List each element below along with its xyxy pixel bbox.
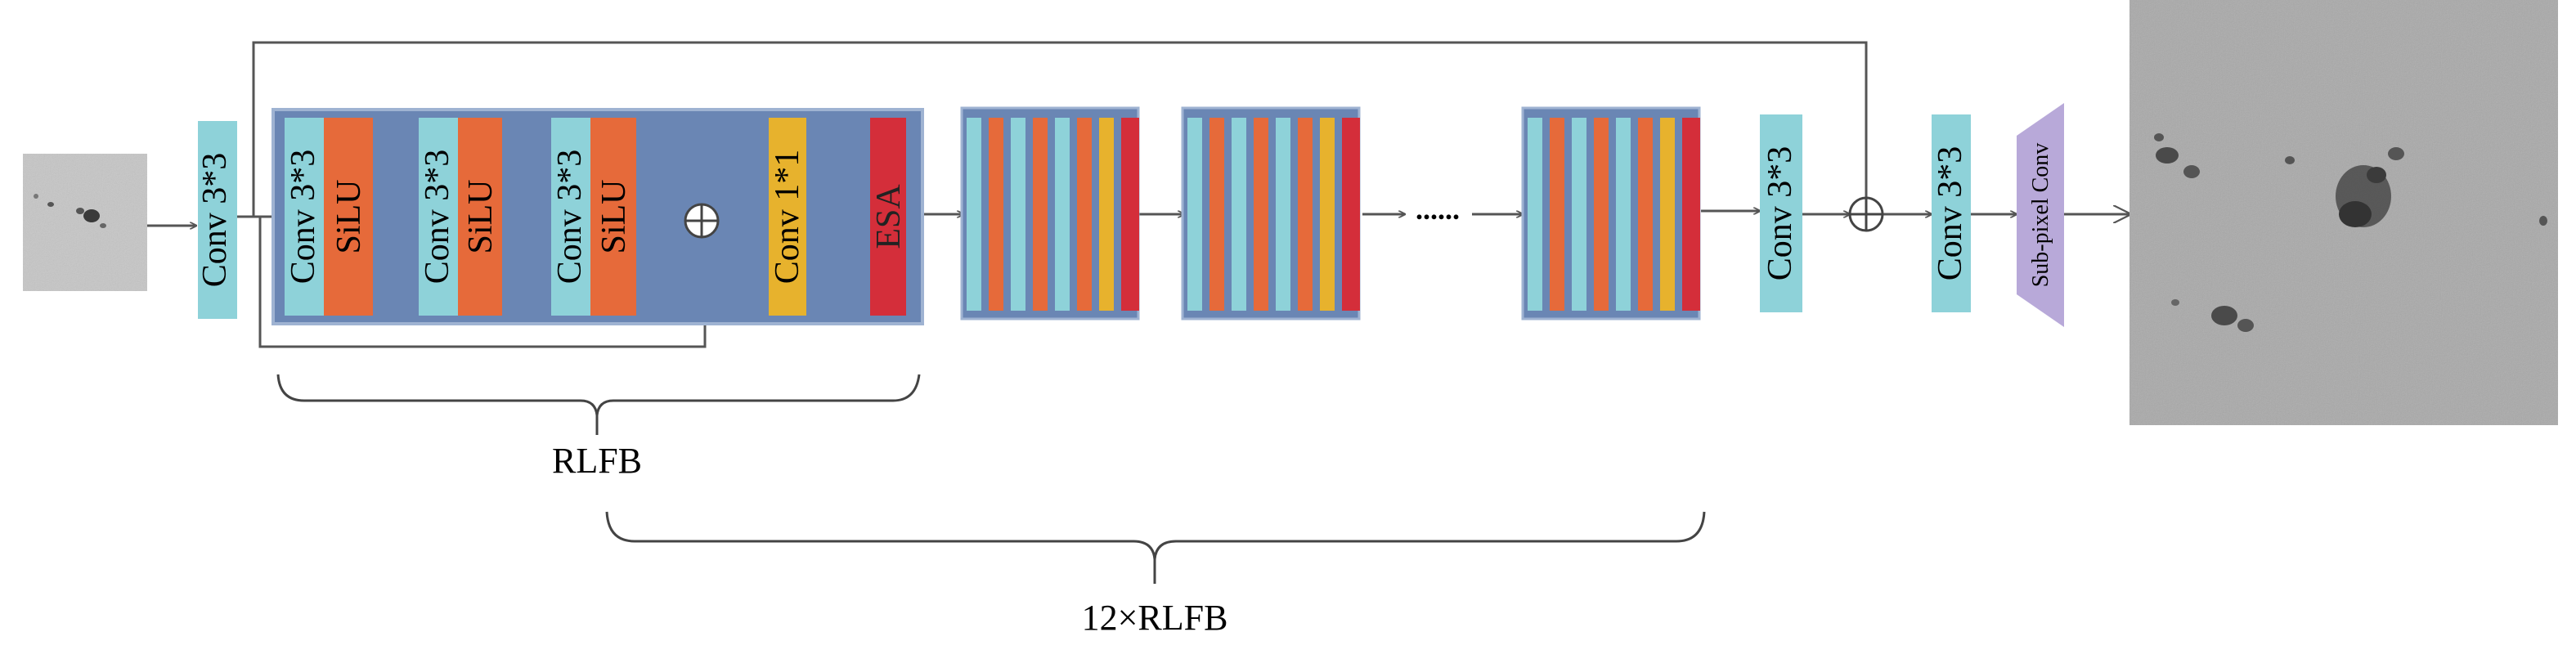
rlfb-silu-1 (324, 118, 373, 316)
mini-block-stripe (1572, 118, 1586, 311)
conv-head-block (198, 121, 237, 319)
mini-block-stripe (1099, 118, 1114, 311)
conv-after-blocks (1760, 114, 1802, 312)
mini-block-stripe (967, 118, 981, 311)
conv-head-label: Conv 3*3 (196, 153, 234, 288)
rlfb-silu-3-label: SiLU (595, 179, 633, 253)
mini-block-stripe (1232, 118, 1246, 311)
rlfb-silu-2 (458, 118, 502, 316)
stacked-rlfb-blocks (960, 106, 1701, 321)
connection-lines (147, 41, 2129, 348)
mini-block-stripe (1594, 118, 1609, 311)
global-sum-icon (1848, 196, 1884, 232)
mini-block-stripe (1638, 118, 1653, 311)
mini-block-stripe (1209, 118, 1224, 311)
rlfb-conv-1x1 (769, 118, 806, 316)
rlfb-silu-2-label: SiLU (462, 179, 500, 253)
subpixel-conv-block (2017, 103, 2064, 327)
mini-block-stripe (1660, 118, 1675, 311)
mini-block-stripe (1320, 118, 1335, 311)
sum-icon (684, 203, 720, 239)
mini-block-stripe (1342, 118, 1360, 311)
mini-block-stripe (1187, 118, 1202, 311)
rlfb-silu-3 (590, 118, 636, 316)
mini-block-stripe (1682, 118, 1700, 311)
repeat-brace-label: 12×RLFB (1082, 598, 1228, 638)
mini-block-stripe (1077, 118, 1092, 311)
rlfb-silu-1-label: SiLU (330, 179, 368, 253)
mini-block-stripe (1121, 118, 1139, 311)
mini-block-stripe (989, 118, 1003, 311)
mini-block-stripe (1011, 118, 1025, 311)
mini-block-stripe (1055, 118, 1070, 311)
mini-block-stripe (1550, 118, 1564, 311)
rlfb-conv-1x1-label: Conv 1*1 (769, 150, 806, 285)
rlfb-esa (870, 118, 906, 316)
mini-block-stripe (1254, 118, 1268, 311)
rlfb-conv-2 (419, 118, 458, 316)
input-solar-image (23, 154, 147, 291)
output-solar-image (2129, 0, 2558, 425)
mini-block-stripe (1276, 118, 1290, 311)
rlfb-mini-block-3 (1521, 106, 1701, 321)
rlfb-esa-label: ESA (870, 184, 908, 249)
rlfb-conv-3-label: Conv 3*3 (551, 150, 589, 285)
subpixel-conv-label: Sub-pixel Conv (2028, 143, 2053, 288)
mini-block-stripe (1298, 118, 1313, 311)
rlfb-conv-3 (551, 118, 590, 316)
rlfb-brace (276, 374, 921, 435)
conv-before-upsample-label: Conv 3*3 (1932, 146, 1969, 281)
rlfb-conv-1-label: Conv 3*3 (285, 150, 322, 285)
repeat-brace (605, 511, 1706, 584)
global-skip-connection (252, 41, 1866, 217)
mini-block-stripe (1528, 118, 1542, 311)
rlfb-conv-1 (285, 118, 324, 316)
rlfb-mini-block-2 (1181, 106, 1361, 321)
rlfb-conv-2-label: Conv 3*3 (419, 150, 456, 285)
rlfb-brace-label: RLFB (552, 441, 642, 481)
rlfb-mini-block-1 (960, 106, 1140, 321)
mini-block-stripe (1616, 118, 1631, 311)
rlfb-block: Conv 3*3 SiLU Conv 3*3 SiLU Conv 3*3 SiL… (272, 108, 924, 325)
conv-after-blocks-label: Conv 3*3 (1761, 146, 1799, 281)
mini-block-stripe (1033, 118, 1048, 311)
conv-before-upsample (1932, 114, 1971, 312)
ellipsis-text: ...... (1416, 193, 1460, 226)
